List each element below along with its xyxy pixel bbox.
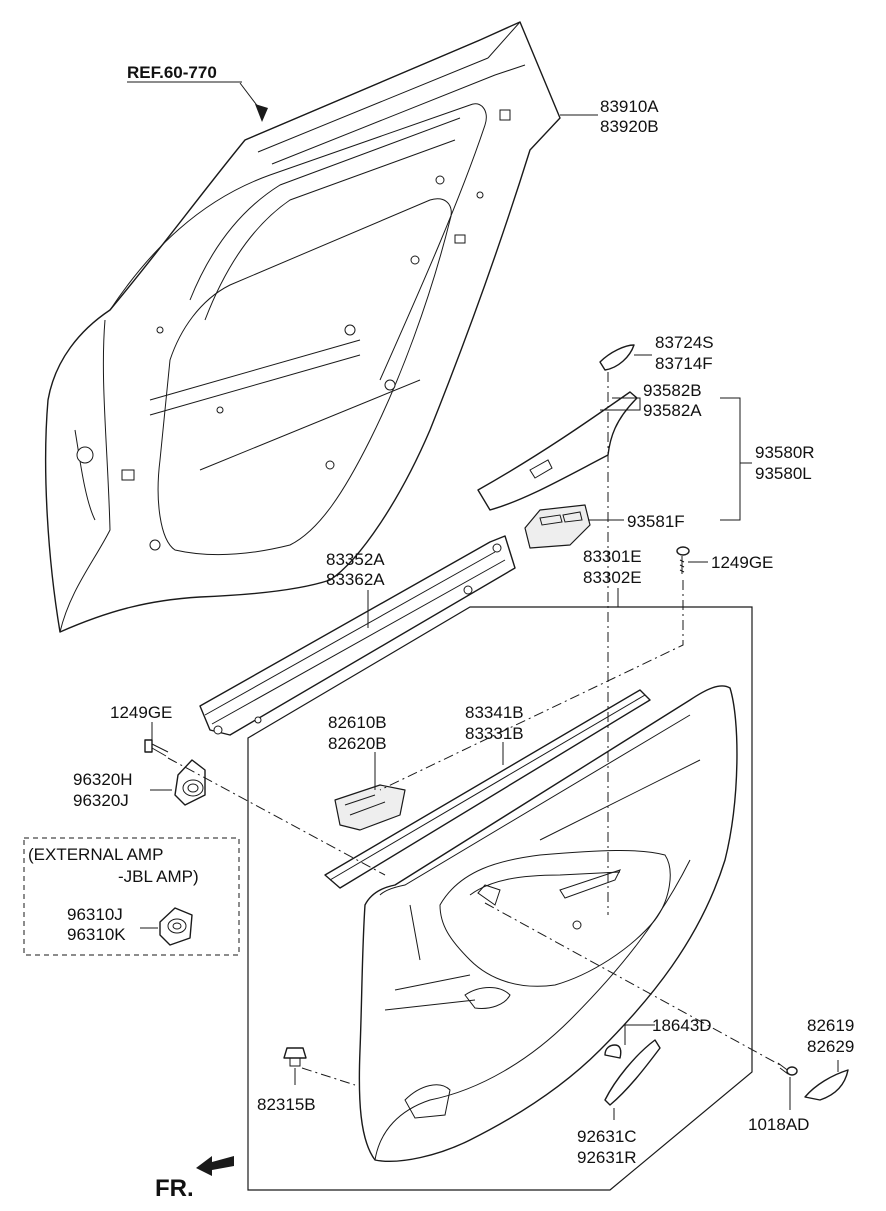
- label-trim-assembly-1: 83301E: [583, 547, 642, 566]
- label-garnish-1: 83724S: [655, 333, 714, 352]
- amp-speaker-drawing: [159, 907, 193, 946]
- label-bulb: 18643D: [652, 1016, 712, 1035]
- label-upper-rail-1: 83352A: [326, 550, 385, 569]
- note-line-1: (EXTERNAL AMP: [28, 845, 163, 864]
- label-garnish-2: 83714F: [655, 354, 713, 373]
- label-switch-unit: 93581F: [627, 512, 685, 531]
- label-speaker-2: 96320J: [73, 791, 129, 810]
- leader-lines: [140, 114, 839, 1120]
- front-arrow-icon: [196, 1156, 234, 1176]
- label-speaker-1: 96320H: [73, 770, 133, 789]
- label-clip: 82315B: [257, 1095, 316, 1114]
- ref-arrow: [239, 82, 268, 122]
- handle-drawing: [334, 784, 406, 831]
- label-switch-bezel-1: 93582B: [643, 381, 702, 400]
- label-amp-speaker-2: 96310K: [67, 925, 126, 944]
- label-trim-assembly-2: 83302E: [583, 568, 642, 587]
- label-handle-2: 82620B: [328, 734, 387, 753]
- label-amp-speaker-1: 96310J: [67, 905, 123, 924]
- label-handle-1: 82610B: [328, 713, 387, 732]
- label-switch-assembly-1: 93580R: [755, 443, 815, 462]
- bulb-drawing: [604, 1044, 622, 1059]
- label-weatherstrip-2: 83331B: [465, 724, 524, 743]
- note-line-2: -JBL AMP): [118, 867, 199, 886]
- screw-left-drawing: [144, 739, 169, 757]
- label-switch-bezel-2: 93582A: [643, 401, 702, 420]
- label-screw-left: 1249GE: [110, 703, 172, 722]
- reference-label: REF.60-770: [127, 63, 217, 82]
- label-cover-1: 82619: [807, 1016, 854, 1035]
- note-box: [23, 837, 240, 956]
- label-cover-2: 82629: [807, 1037, 854, 1056]
- clip-drawing: [283, 1047, 307, 1067]
- label-screw-upper: 1249GE: [711, 553, 773, 572]
- label-switch-assembly-2: 93580L: [755, 464, 812, 483]
- trim-assembly-frame: [247, 606, 753, 1191]
- label-door-panel-2: 83920B: [600, 117, 659, 136]
- label-pull-cup-2: 92631R: [577, 1148, 637, 1167]
- cover-drawing: [804, 1069, 849, 1101]
- front-label: FR.: [155, 1175, 194, 1202]
- door-panel-drawing: [44, 21, 561, 633]
- label-screw-small: 1018AD: [748, 1115, 809, 1134]
- switch-bezel-drawing: [477, 344, 638, 549]
- speaker-drawing: [174, 759, 206, 806]
- upper-rail-drawing: [199, 535, 516, 736]
- screw-small-drawing: [777, 1062, 798, 1076]
- door-trim-drawing: [358, 685, 738, 1162]
- label-upper-rail-2: 83362A: [326, 570, 385, 589]
- alignment-lines: [167, 372, 781, 1086]
- label-door-panel-1: 83910A: [600, 97, 659, 116]
- weatherstrip-drawing: [324, 689, 651, 889]
- label-weatherstrip-1: 83341B: [465, 703, 524, 722]
- label-pull-cup-1: 92631C: [577, 1127, 637, 1146]
- pull-cup-drawing: [604, 1039, 661, 1106]
- screw-upper-drawing: [676, 546, 690, 574]
